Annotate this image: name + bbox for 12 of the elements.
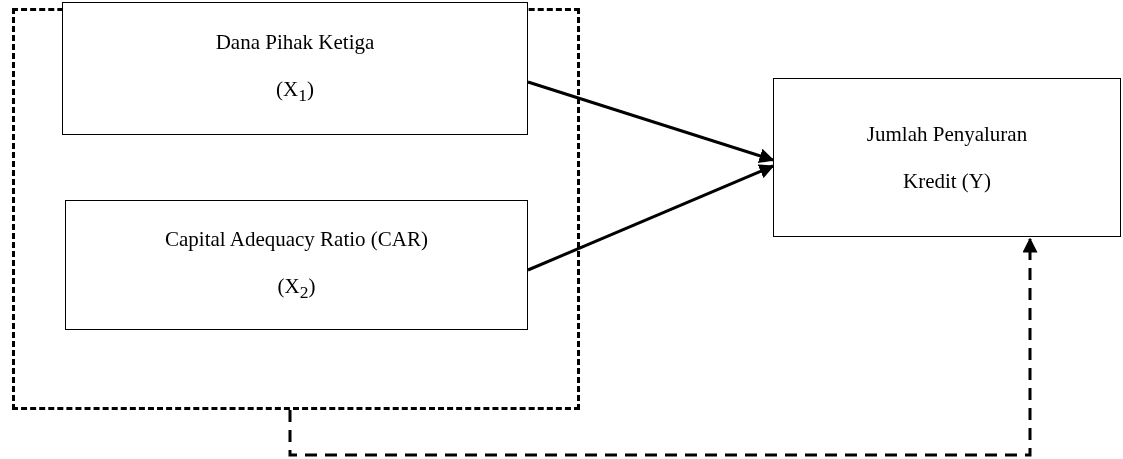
variable-box xyxy=(62,2,528,135)
arrow xyxy=(527,80,775,164)
node-text: Capital Adequacy Ratio (CAR) xyxy=(164,226,428,252)
arrow xyxy=(288,237,1038,457)
node-text: (X$_{2}$) xyxy=(277,273,316,304)
node-text: Kredit (Y) xyxy=(902,168,992,194)
variable-box xyxy=(773,78,1121,237)
variable-box xyxy=(65,200,528,330)
arrow xyxy=(527,164,775,272)
node-text: Jumlah Penyaluran xyxy=(866,121,1028,147)
node-text: (X$_{1}$) xyxy=(276,77,314,107)
node-text: Dana Pihak Ketiga xyxy=(215,30,375,56)
